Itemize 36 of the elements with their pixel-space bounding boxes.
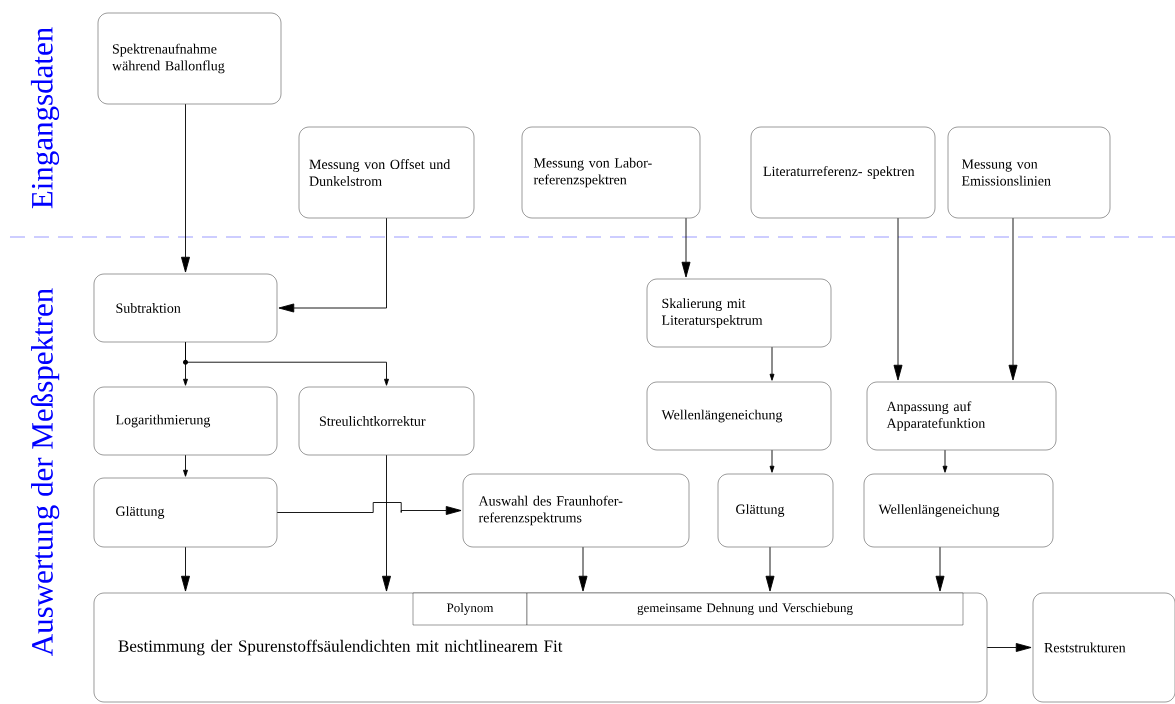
arrow — [935, 546, 945, 592]
arrow — [1008, 217, 1018, 381]
arrow — [183, 454, 188, 477]
process-box: Wellenlängeneichung — [863, 473, 1054, 548]
arrow — [578, 546, 588, 592]
process-box: Streulichtkorrektur — [298, 386, 475, 456]
process-box: Anpassung auf Apparatefunktion — [866, 381, 1057, 451]
arrow — [681, 217, 691, 278]
arrow — [181, 103, 190, 273]
process-box: Glättung — [717, 473, 834, 548]
process-box: Messung von Labor- referenzspektren — [521, 126, 701, 219]
arrow — [278, 217, 387, 313]
arrow — [181, 546, 190, 592]
parameter-box: Polynom — [412, 592, 528, 626]
arrow — [382, 454, 391, 592]
arrow — [942, 449, 948, 473]
arrow — [893, 217, 903, 381]
process-box: Wellenlängeneichung — [646, 381, 832, 451]
arrow — [765, 546, 775, 592]
arrow — [276, 502, 462, 515]
process-box: Auswahl des Fraunhofer- referenzspektrums — [462, 473, 690, 548]
section-label: Eingangsdaten — [30, 27, 60, 209]
process-box: Reststrukturen — [1032, 592, 1175, 703]
process-box: Logarithmierung — [93, 386, 278, 456]
process-box: Spektrenaufnahme während Ballonflug — [97, 12, 282, 105]
process-box: Messung von Offset und Dunkelstrom — [298, 126, 475, 219]
process-box: Literaturreferenz- spektren — [750, 126, 936, 219]
process-box: Skalierung mit Literaturspektrum — [646, 278, 832, 348]
arrow — [769, 346, 775, 381]
process-box: Subtraktion — [93, 273, 278, 343]
arrow — [183, 341, 389, 386]
section-label: Auswertung der Meßspektren — [30, 288, 60, 656]
process-box: Glättung — [93, 477, 278, 548]
process-box: Messung von Emissionslinien — [947, 126, 1111, 219]
arrow — [986, 643, 1032, 652]
arrow — [769, 449, 775, 473]
